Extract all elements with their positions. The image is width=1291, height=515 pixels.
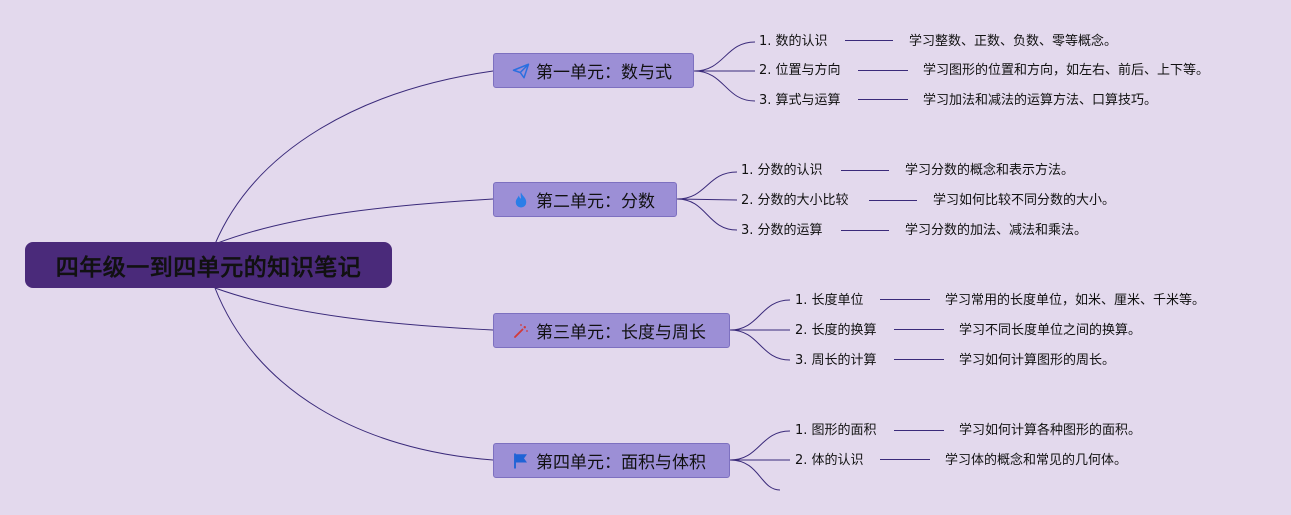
unit-4-item-2-desc: 学习体的概念和常见的几何体。 — [945, 453, 1128, 468]
connector-line — [858, 99, 908, 100]
unit-2-node[interactable]: 第二单元：分数 — [493, 182, 677, 217]
unit-4-item-1-desc: 学习如何计算各种图形的面积。 — [959, 423, 1142, 438]
unit-2-item-1-desc: 学习分数的概念和表示方法。 — [905, 163, 1075, 178]
unit-3-item-3-desc: 学习如何计算图形的周长。 — [959, 353, 1116, 368]
unit-3-item-2-desc: 学习不同长度单位之间的换算。 — [959, 323, 1142, 338]
connector-line — [845, 40, 893, 41]
unit-2-item-2-desc: 学习如何比较不同分数的大小。 — [933, 193, 1116, 208]
flame-icon — [512, 191, 530, 209]
unit-4-node[interactable]: 第四单元：面积与体积 — [493, 443, 730, 478]
connector-line — [880, 299, 930, 300]
unit-3-item-2[interactable]: 2. 长度的换算 — [795, 323, 877, 338]
unit-1-label: 第一单元：数与式 — [536, 63, 672, 83]
connector-line — [841, 230, 889, 231]
unit-4-item-2[interactable]: 2. 体的认识 — [795, 453, 864, 468]
magic-wand-icon — [512, 322, 530, 340]
unit-3-item-1-desc: 学习常用的长度单位，如米、厘米、千米等。 — [945, 293, 1206, 308]
connector-line — [841, 170, 889, 171]
unit-3-item-3[interactable]: 3. 周长的计算 — [795, 353, 877, 368]
paper-plane-icon — [512, 62, 530, 80]
unit-1-item-3[interactable]: 3. 算式与运算 — [759, 93, 841, 108]
unit-2-label: 第二单元：分数 — [536, 192, 655, 212]
unit-1-node[interactable]: 第一单元：数与式 — [493, 53, 694, 88]
unit-4-item-1[interactable]: 1. 图形的面积 — [795, 423, 877, 438]
unit-1-item-2[interactable]: 2. 位置与方向 — [759, 63, 841, 78]
flag-icon — [512, 452, 530, 470]
unit-2-item-3-desc: 学习分数的加法、减法和乘法。 — [905, 223, 1088, 238]
unit-3-node[interactable]: 第三单元：长度与周长 — [493, 313, 730, 348]
connector-line — [858, 70, 908, 71]
root-topic[interactable]: 四年级一到四单元的知识笔记 — [25, 242, 392, 288]
connector-line — [894, 329, 944, 330]
connector-line — [880, 459, 930, 460]
unit-1-item-2-desc: 学习图形的位置和方向，如左右、前后、上下等。 — [923, 63, 1210, 78]
connector-line — [894, 430, 944, 431]
unit-3-item-1[interactable]: 1. 长度单位 — [795, 293, 864, 308]
connector-line — [869, 200, 917, 201]
connector-line — [894, 359, 944, 360]
unit-1-item-1[interactable]: 1. 数的认识 — [759, 34, 828, 49]
unit-1-item-3-desc: 学习加法和减法的运算方法、口算技巧。 — [923, 93, 1158, 108]
unit-3-label: 第三单元：长度与周长 — [536, 323, 706, 343]
unit-4-label: 第四单元：面积与体积 — [536, 453, 706, 473]
root-title: 四年级一到四单元的知识笔记 — [55, 255, 362, 281]
unit-2-item-2[interactable]: 2. 分数的大小比较 — [741, 193, 849, 208]
unit-2-item-3[interactable]: 3. 分数的运算 — [741, 223, 823, 238]
unit-2-item-1[interactable]: 1. 分数的认识 — [741, 163, 823, 178]
unit-1-item-1-desc: 学习整数、正数、负数、零等概念。 — [909, 34, 1118, 49]
